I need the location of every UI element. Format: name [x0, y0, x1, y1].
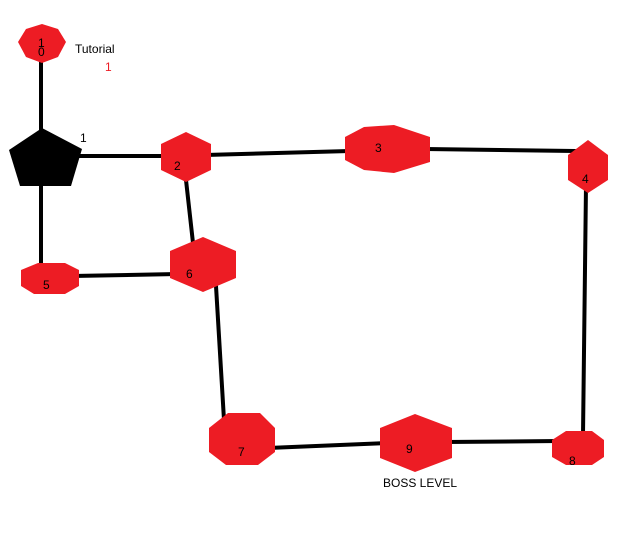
player-marker-label: 1: [80, 131, 87, 145]
level-node-9-hexagon[interactable]: [380, 414, 452, 472]
tutorial-count: 1: [105, 60, 112, 74]
boss-level-caption: BOSS LEVEL: [383, 476, 457, 490]
level-node-4[interactable]: 4: [568, 140, 608, 193]
level-node-9[interactable]: 9 BOSS LEVEL: [380, 414, 457, 490]
level-node-8-hexagon[interactable]: [552, 431, 604, 465]
level-node-9-label: 9: [406, 442, 413, 456]
level-node-7-label: 7: [238, 445, 245, 459]
path-2-6: [184, 178, 195, 245]
level-node-0-hexagon[interactable]: [18, 24, 66, 63]
path-6-7: [214, 284, 226, 422]
level-node-4-hexagon[interactable]: [568, 140, 608, 193]
map-paths: [39, 53, 588, 450]
level-node-6[interactable]: 6: [170, 237, 236, 292]
level-node-3-label: 3: [375, 141, 382, 155]
level-node-3[interactable]: 3: [345, 125, 430, 173]
level-node-5[interactable]: 5: [21, 263, 79, 294]
path-9-8: [443, 439, 562, 444]
pentagon-player-icon[interactable]: [9, 128, 82, 186]
level-node-8-label: 8: [569, 454, 576, 468]
level-node-5-label: 5: [43, 278, 50, 292]
path-5-6: [70, 272, 180, 278]
path-2-3: [203, 149, 352, 157]
path-3-4: [423, 147, 577, 153]
level-node-0[interactable]: 1 0: [18, 24, 66, 63]
level-node-5-hexagon[interactable]: [21, 263, 79, 294]
level-node-0-top-label: 1: [38, 36, 45, 50]
level-node-2-hexagon[interactable]: [161, 132, 211, 182]
level-node-8[interactable]: 8: [552, 431, 604, 468]
level-node-3-hexagon[interactable]: [345, 125, 430, 173]
path-7-9: [266, 441, 390, 450]
level-node-2[interactable]: 2: [161, 132, 211, 182]
level-node-6-hexagon[interactable]: [170, 237, 236, 292]
level-node-6-label: 6: [186, 267, 193, 281]
level-node-2-label: 2: [174, 159, 181, 173]
level-node-0-label: 0: [38, 45, 45, 59]
path-4-8: [581, 183, 588, 437]
tutorial-label: Tutorial: [75, 42, 115, 56]
player-marker[interactable]: 1: [9, 128, 87, 186]
level-node-7[interactable]: 7: [209, 413, 275, 465]
level-node-4-label: 4: [582, 172, 589, 186]
level-node-7-hexagon[interactable]: [209, 413, 275, 465]
